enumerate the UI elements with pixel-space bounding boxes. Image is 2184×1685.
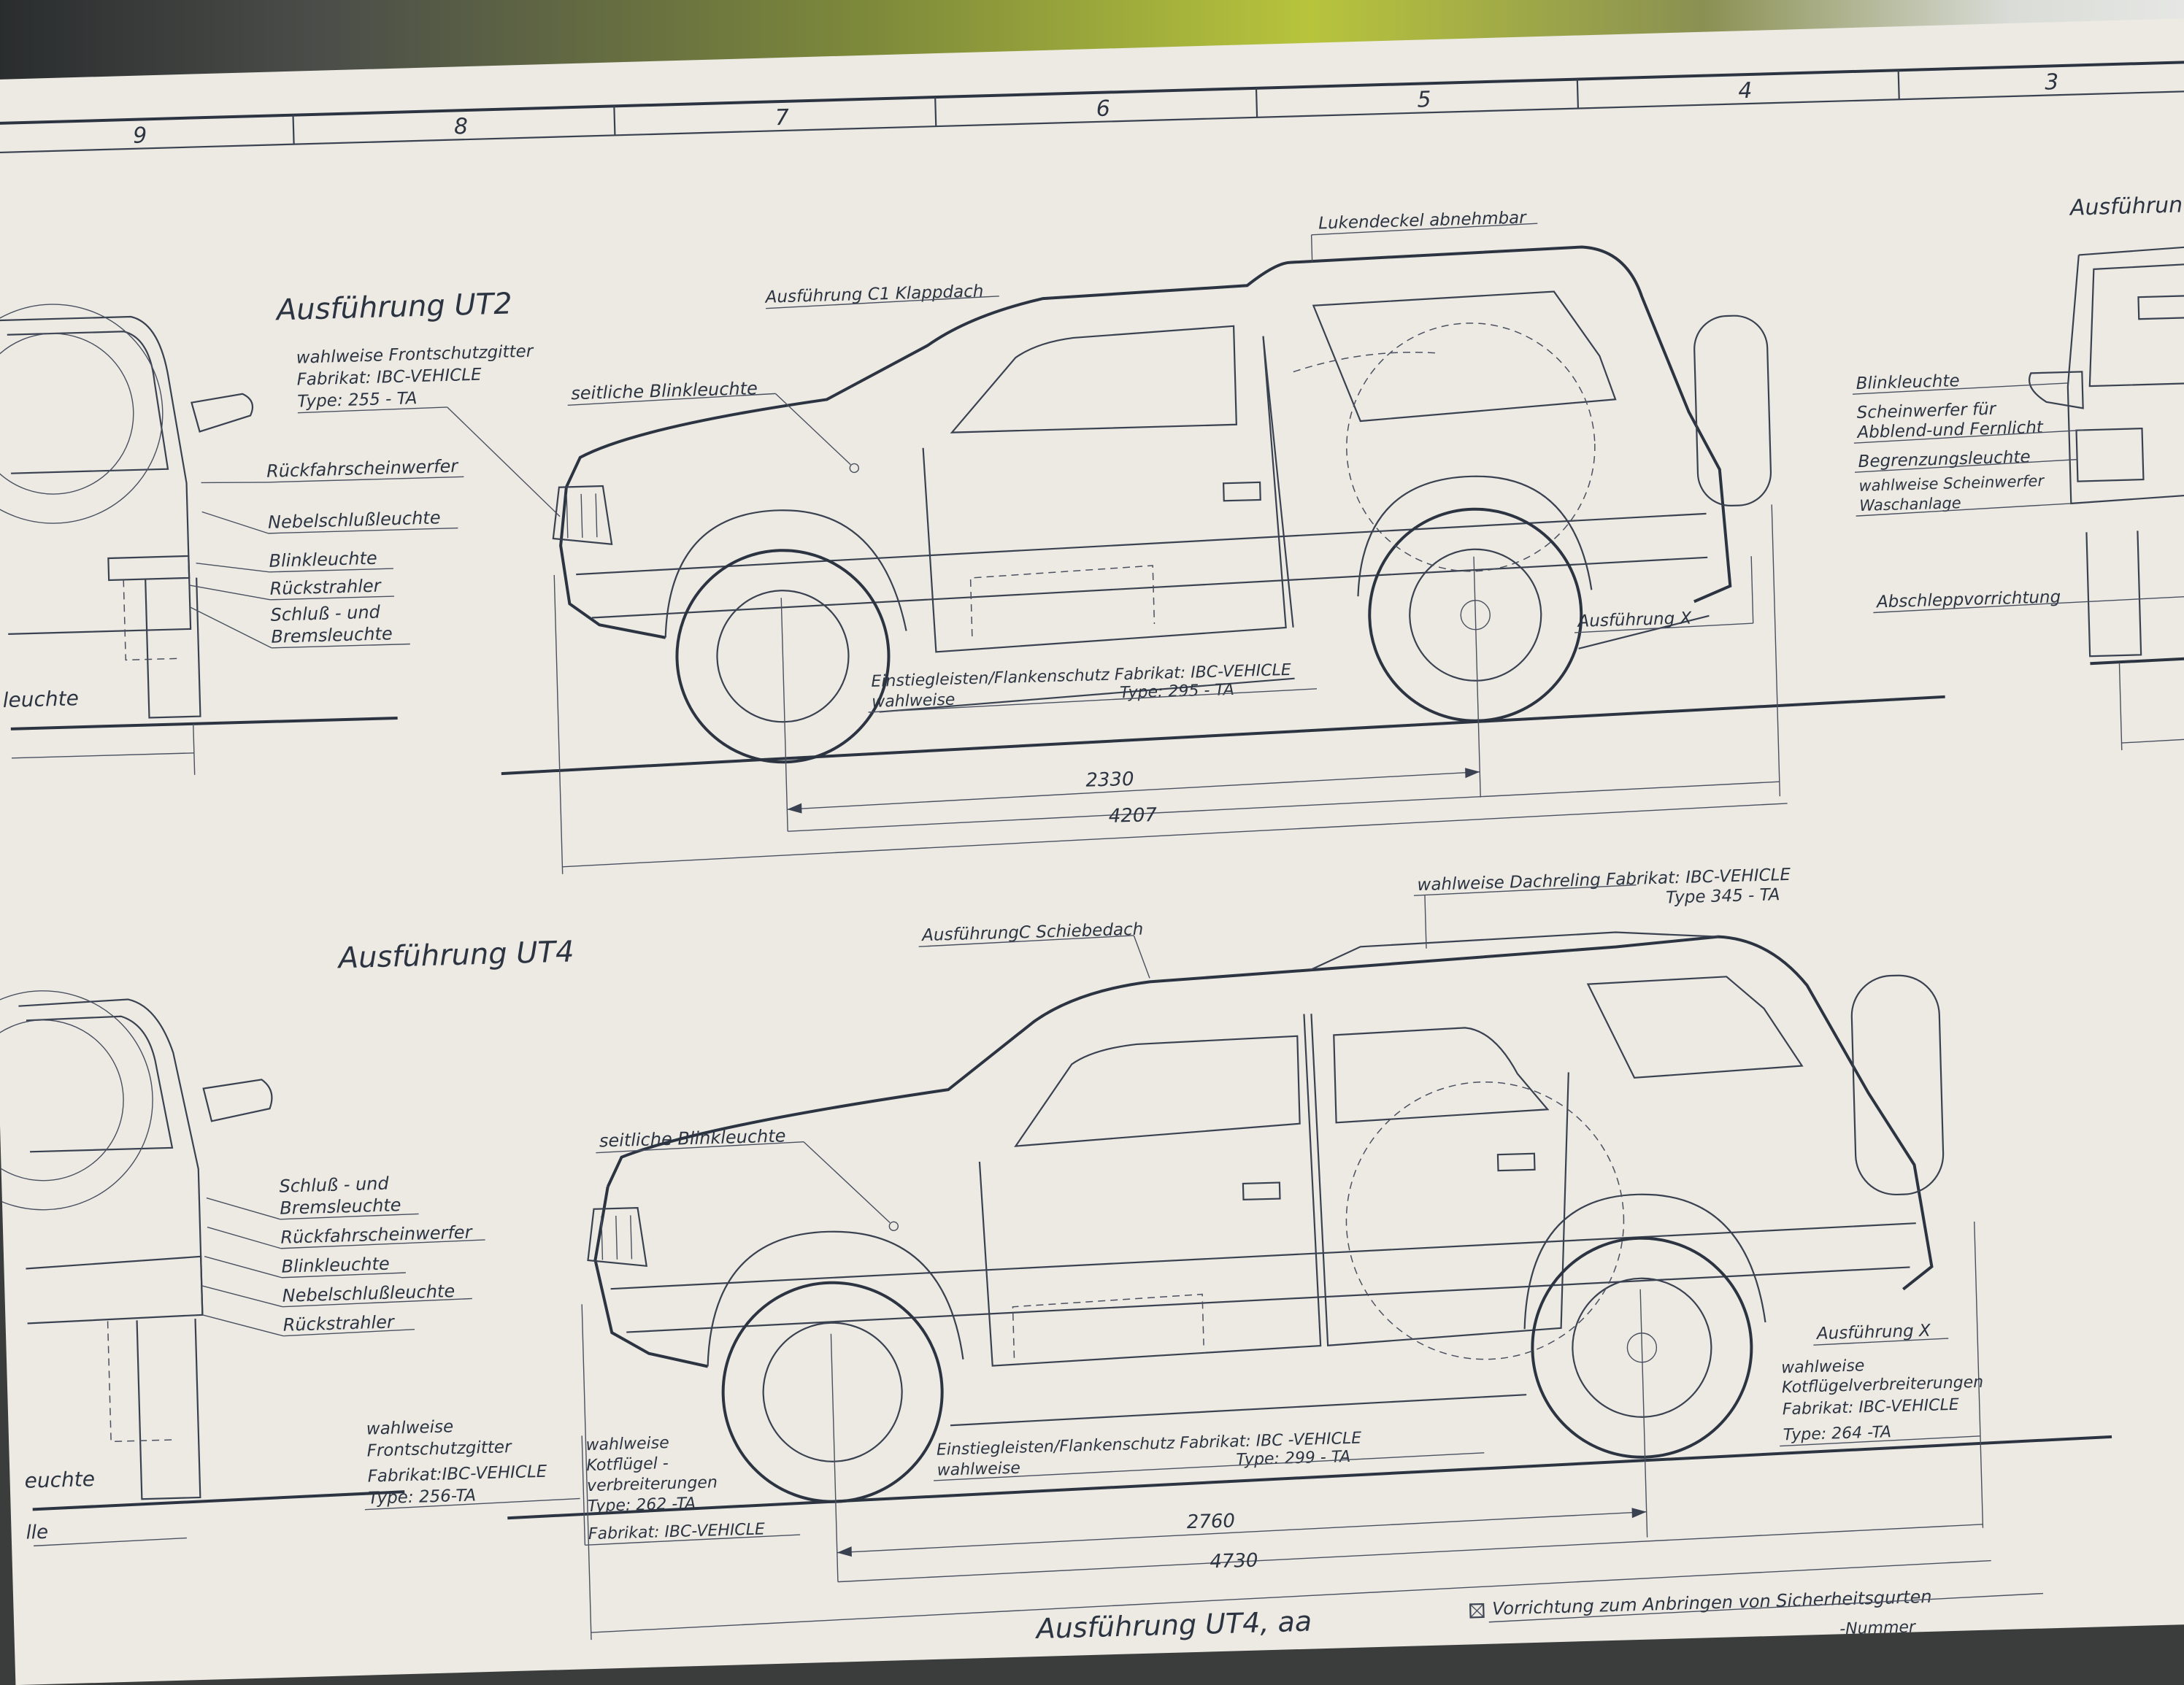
ut4-label-kotfl-front-3: verbreiterungen (587, 1473, 718, 1495)
front-view-title: Ausführun (2069, 192, 2183, 220)
ut4-label-nebel: Nebelschlußleuchte (282, 1281, 455, 1306)
ut4-label-brems: Bremsleuchte (280, 1195, 401, 1219)
column-label-3: 3 (2045, 69, 2059, 96)
front-view-labels: Blinkleuchte Scheinwerfer für Abblend-un… (1852, 371, 2184, 614)
ut4-label-kotfl-rear-3: Fabrikat: IBC-VEHICLE (1782, 1396, 1959, 1419)
ut4-side-view (507, 931, 2112, 1520)
ut2-dimensions: 2330 4207 (553, 504, 1788, 874)
ut2-label-frontschutz-2: Fabrikat: IBC-VEHICLE (296, 366, 482, 390)
column-label-6: 6 (1096, 96, 1110, 122)
ut2-wheelbase-value: 2330 (1085, 768, 1134, 792)
ut2-title: Ausführung UT2 (274, 287, 512, 327)
ut4-label-frontschutz-1: wahlweise (366, 1417, 453, 1438)
column-label-4: 4 (1738, 78, 1753, 104)
ut2-length-value: 4207 (1108, 804, 1157, 828)
ut2-labels: wahlweise Frontschutzgitter Fabrikat: IB… (296, 209, 1754, 713)
ut2-label-blink: Blinkleuchte (269, 548, 377, 571)
ut4-label-kotfl-rear-2: Kotflügelverbreiterungen (1782, 1373, 1984, 1397)
ut2-side-view (501, 245, 1945, 776)
bottom-note-2: -Nummer (1839, 1618, 1917, 1638)
ut2-label-rueckstrahler: Rückstrahler (269, 576, 382, 599)
ut4-label-dachreling-2: Type 345 - TA (1666, 885, 1780, 907)
ut4-label-frontschutz-3: Fabrikat:IBC-VEHICLE (367, 1462, 547, 1487)
ut2-rear-labels: Rückfahrscheinwerfer Nebelschlußleuchte … (2, 456, 464, 712)
ut2-rear-view (0, 304, 398, 775)
ut4-label-schiebedach: AusführungC Schiebedach (920, 920, 1144, 946)
ut4-label-rueckfahr: Rückfahrscheinwerfer (280, 1222, 474, 1247)
ut2-label-frontschutz-3: Type: 255 - TA (297, 389, 418, 412)
ut4-dimensions: 2760 4730 (581, 1221, 1991, 1640)
ut4-label-einstieg-2: wahlweise (937, 1460, 1020, 1480)
ut2-left-cut-label: leuchte (2, 686, 79, 712)
ut4-label-kotfl-front-2: Kotflügel - (586, 1454, 669, 1475)
ut4-label-kotfl-front-4: Type: 262 -TA (588, 1495, 696, 1516)
ut4-label-kotfl-front-5: Fabrikat: IBC-VEHICLE (588, 1520, 766, 1543)
blueprint-sheet: 9 8 7 6 5 4 3 Rückfahrscheinwerfer Nebel… (0, 17, 2184, 1685)
front-label-waschanlage-2: Waschanlage (1859, 494, 1961, 514)
column-label-5: 5 (1417, 87, 1431, 113)
ut4-length-value: 4730 (1210, 1550, 1258, 1573)
ut2-label-brems: Bremsleuchte (271, 623, 393, 647)
ut4-label-frontschutz-2: Frontschutzgitter (366, 1438, 512, 1461)
frame-column-strip: 9 8 7 6 5 4 3 (0, 59, 2184, 155)
ut4-label-kotfl-front-1: wahlweise (585, 1434, 669, 1454)
ut4-label-schluss: Schluß - und (279, 1173, 390, 1197)
front-label-blink: Blinkleuchte (1856, 371, 1960, 393)
column-label-8: 8 (454, 114, 469, 140)
ut4-label-blink: Blinkleuchte (281, 1254, 390, 1277)
ut4-label-einstieg-3: Type: 299 - TA (1236, 1448, 1350, 1469)
ut2-label-c1-klappdach: Ausführung C1 Klappdach (764, 282, 983, 306)
front-view: Ausführun (2028, 192, 2184, 751)
ut4-left-cut-label: euchte (24, 1467, 95, 1493)
ut2-label-schluss: Schluß - und (270, 602, 381, 625)
ut4-label-kotfl-rear-1: wahlweise (1781, 1357, 1865, 1377)
front-label-scheinwerfer-1: Scheinwerfer für (1856, 400, 1997, 423)
blueprint-drawing: 9 8 7 6 5 4 3 Rückfahrscheinwerfer Nebel… (0, 59, 2184, 1646)
bottom-title-block: Ausführung UT4, aa Vorrichtung zum Anbri… (1034, 1586, 2044, 1646)
ut4-wheelbase-value: 2760 (1186, 1510, 1235, 1533)
ut4-title: Ausführung UT4 (336, 935, 574, 975)
ut4-labels: AusführungC Schiebedach wahlweise Dachre… (364, 865, 1984, 1546)
ut2-label-frontschutz-1: wahlweise Frontschutzgitter (296, 342, 534, 368)
ut2-label-einstieg-3: Type: 295 - TA (1120, 681, 1234, 702)
front-label-begrenzung: Begrenzungsleuchte (1858, 447, 2031, 471)
column-label-9: 9 (133, 123, 147, 149)
bottom-title: Ausführung UT4, aa (1034, 1605, 1312, 1646)
front-label-waschanlage-1: wahlweise Scheinwerfer (1858, 472, 2045, 495)
ut2-label-nebel: Nebelschlußleuchte (268, 507, 441, 533)
ut4-label-rueckstrahler: Rückstrahler (282, 1311, 396, 1335)
ut4-left-cut-label-2: lle (26, 1522, 48, 1544)
column-label-7: 7 (774, 105, 789, 131)
